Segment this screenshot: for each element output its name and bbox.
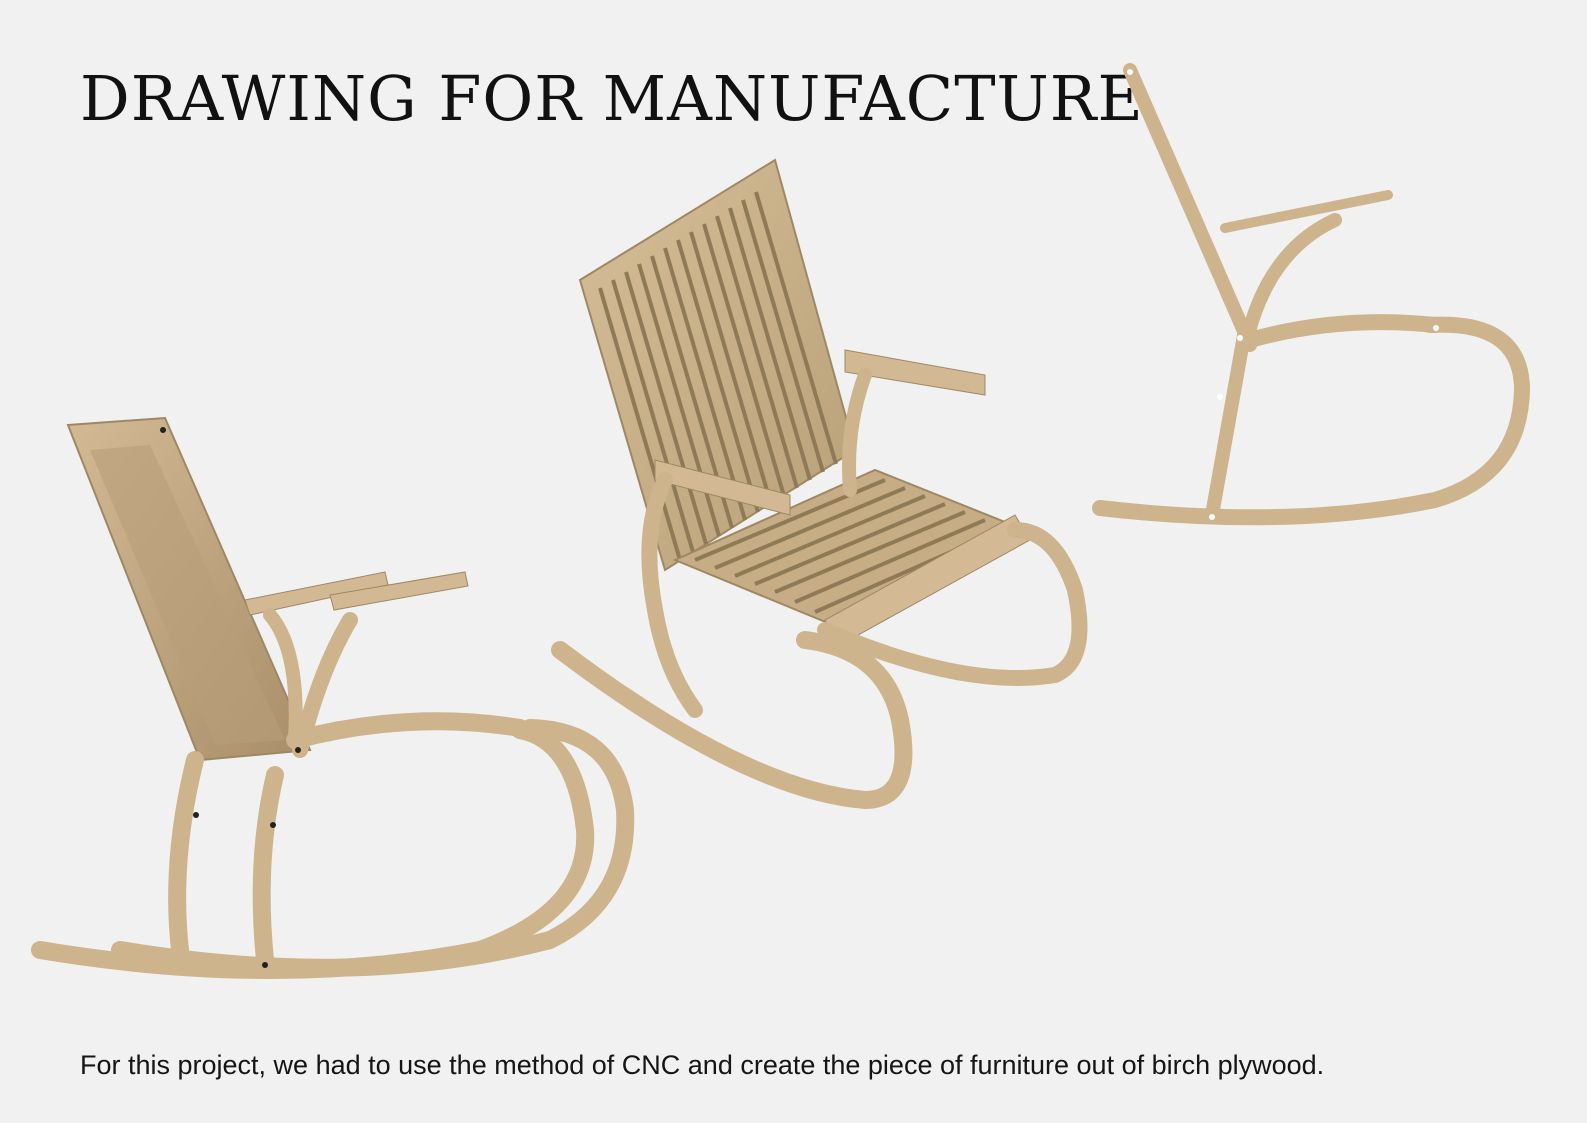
rocking-chair-side-profile-view bbox=[1092, 63, 1531, 526]
rocking-chair-front-three-quarter-view bbox=[551, 158, 1088, 810]
page-title: DRAWING FOR MANUFACTURE bbox=[80, 62, 1144, 135]
rocking-chair-rear-three-quarter-view bbox=[31, 416, 635, 979]
caption: For this project, we had to use the meth… bbox=[80, 1050, 1325, 1080]
